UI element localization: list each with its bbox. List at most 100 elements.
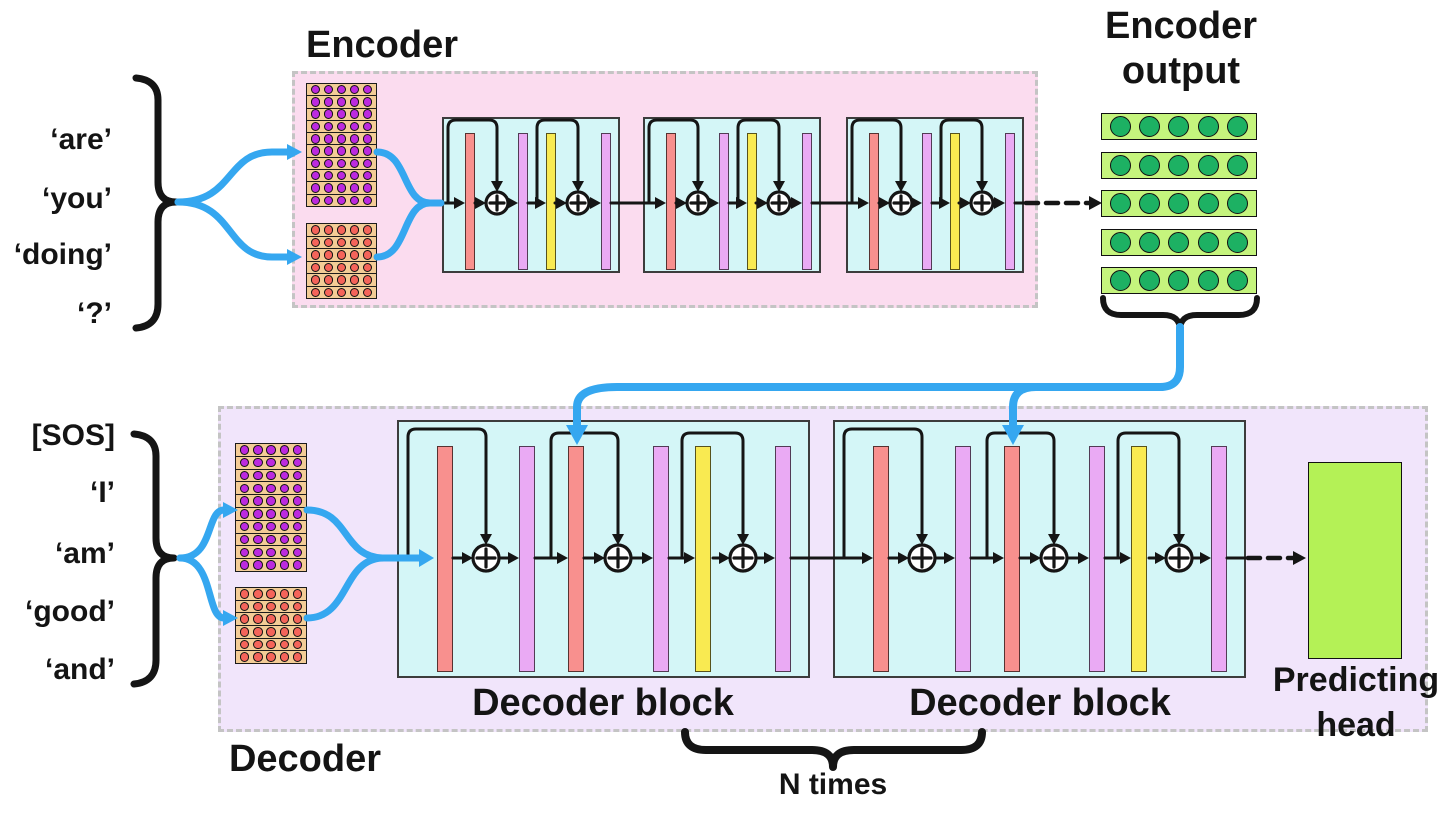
embedding-dot-icon (323, 225, 334, 235)
output-dot-icon (1168, 270, 1190, 291)
embedding-dot-icon (336, 250, 347, 260)
embedding-dot-icon (292, 457, 303, 468)
embedding-dot-icon (362, 237, 373, 247)
embedding-dot-icon (310, 121, 321, 132)
matrix-row (236, 444, 306, 457)
decoder-embedding-merge-path (303, 554, 388, 622)
output-dot-icon (1168, 116, 1190, 137)
embedding-dot-icon (362, 146, 373, 156)
decoder-skip-connection (680, 431, 745, 560)
matrix-row (236, 559, 306, 571)
output-dot-icon (1226, 193, 1248, 214)
output-dot-icon (1139, 193, 1161, 214)
embedding-dot-icon (362, 275, 373, 285)
output-dot-icon (1226, 116, 1248, 137)
embedding-dot-icon (266, 589, 276, 599)
decoder-token-label: ‘and’ (44, 653, 115, 686)
encoder-output-title: Encoder output (1104, 5, 1258, 92)
embedding-dot-icon (349, 183, 360, 193)
embedding-dot-icon (349, 170, 360, 181)
embedding-dot-icon (253, 639, 263, 650)
embedding-dot-icon (349, 121, 360, 132)
encoder-skip-connection-arrowhead-icon (692, 181, 704, 192)
decoder-flow-line-arrowhead-icon (642, 552, 653, 564)
embedding-dot-icon (362, 195, 373, 206)
encoder-output-vector-row (1101, 190, 1257, 217)
embedding-dot-icon (349, 97, 360, 107)
ffn-layer-bar (1131, 446, 1147, 672)
decoder-output-dashed-arrowhead-icon (1293, 551, 1306, 565)
encoder-flow-line-arrowhead-icon (590, 197, 601, 209)
matrix-row (307, 182, 376, 195)
encoder-output-dashed-arrowhead-icon (1089, 196, 1102, 210)
embedding-dot-icon (292, 534, 303, 545)
output-dot-icon (1197, 154, 1219, 176)
embedding-dot-icon (279, 534, 289, 545)
encoder-flow-line-arrowhead-icon (911, 197, 922, 209)
n-times-label: N times (778, 768, 888, 801)
embedding-dot-icon (253, 534, 263, 545)
embedding-dot-icon (253, 547, 263, 558)
embedding-dot-icon (266, 627, 276, 637)
embedding-dot-icon (336, 84, 347, 95)
decoder-block-2-label: Decoder block (909, 682, 1171, 724)
decoder-token-split-path (176, 506, 228, 562)
encoder-token-label: ‘doing’ (13, 238, 112, 271)
matrix-row (236, 482, 306, 496)
embedding-dot-icon (253, 652, 263, 662)
blue-arrowhead-icon (223, 502, 238, 518)
matrix-row (307, 274, 376, 287)
matrix-row (307, 121, 376, 134)
self-attention-layer-bar (869, 133, 879, 270)
embedding-dot-icon (239, 652, 250, 662)
decoder-flow-line-arrowhead-icon (719, 552, 730, 564)
matrix-row (236, 613, 306, 627)
embedding-dot-icon (323, 97, 334, 107)
ffn-layer-bar (695, 446, 711, 672)
embedding-dot-icon (279, 521, 289, 532)
embedding-dot-icon (292, 601, 303, 612)
embedding-dot-icon (362, 225, 373, 235)
encoder-flow-line-arrowhead-icon (757, 197, 768, 209)
output-dot-icon (1197, 193, 1219, 214)
output-dot-icon (1110, 193, 1132, 214)
encoder-flow-line-arrowhead-icon (791, 197, 802, 209)
embedding-dot-icon (292, 470, 303, 481)
layernorm-bar (922, 133, 932, 270)
decoder-flow-line-arrowhead-icon (1120, 552, 1131, 564)
embedding-dot-icon (279, 627, 289, 637)
encoder-output-vector-row (1101, 267, 1257, 294)
embedding-dot-icon (279, 457, 289, 468)
output-dot-icon (1168, 154, 1190, 176)
embedding-dot-icon (239, 509, 250, 519)
embedding-dot-icon (310, 237, 321, 247)
embedding-dot-icon (323, 250, 334, 260)
blue-arrowhead-icon (287, 249, 302, 265)
embedding-dot-icon (336, 146, 347, 156)
embedding-dot-icon (362, 109, 373, 119)
decoder-skip-connection (985, 431, 1056, 560)
matrix-row (307, 96, 376, 109)
embedding-dot-icon (349, 287, 360, 297)
embedding-dot-icon (239, 627, 250, 637)
embedding-dot-icon (292, 652, 303, 662)
embedding-dot-icon (266, 496, 276, 506)
layernorm-bar (802, 133, 812, 270)
embedding-dot-icon (362, 84, 373, 95)
decoder-skip-connection (1116, 431, 1181, 560)
encoder-skip-connection-arrowhead-icon (491, 181, 503, 192)
embedding-dot-icon (292, 521, 303, 532)
embedding-dot-icon (310, 134, 321, 144)
embedding-dot-icon (323, 237, 334, 247)
embedding-dot-icon (362, 183, 373, 193)
embedding-dot-icon (310, 170, 321, 181)
decoder-flow-line-arrowhead-icon (944, 552, 955, 564)
embedding-dot-icon (323, 287, 334, 297)
encoder-embedding-merge-path (373, 148, 434, 207)
embedding-dot-icon (279, 496, 289, 506)
output-dot-icon (1139, 270, 1161, 291)
output-dot-icon (1226, 270, 1248, 291)
embedding-dot-icon (310, 158, 321, 169)
decoder-token-label: ‘am’ (54, 537, 115, 570)
